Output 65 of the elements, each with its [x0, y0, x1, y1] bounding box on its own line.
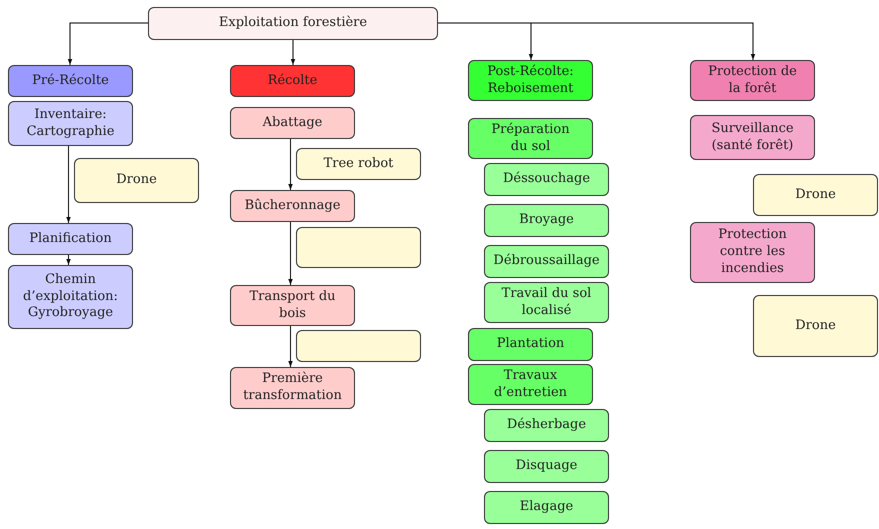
category-box	[468, 60, 593, 101]
arrow	[288, 138, 293, 190]
node-label: Travaux d’entretien	[492, 368, 568, 402]
node-label: Planification	[29, 230, 112, 248]
step-box	[230, 367, 355, 409]
node-label: Protection de la forêt	[707, 64, 798, 98]
step-box	[484, 245, 609, 278]
node-label: Surveillance (santé forêt)	[710, 120, 795, 154]
arrow	[288, 222, 293, 286]
step-box	[8, 265, 133, 329]
node-label: Bûcheronnage	[244, 198, 340, 214]
node-label: Exploitation forestière	[218, 15, 368, 32]
step-box	[8, 101, 133, 146]
node-label: Travail du sol localisé	[500, 286, 592, 320]
category-box	[690, 60, 815, 101]
node-label: Récolte	[268, 72, 318, 90]
node-label: Drone	[795, 318, 836, 334]
node-label: Transport du bois	[248, 288, 337, 322]
step-box	[230, 190, 355, 222]
arrow	[288, 326, 293, 368]
step-box	[690, 222, 815, 283]
node-label: Drone	[795, 186, 836, 204]
node-label: Post-Récolte: Reboisement	[486, 64, 575, 98]
node-label: Drone	[116, 172, 157, 189]
arrow	[290, 40, 296, 66]
tool-box	[74, 158, 199, 203]
node-label: Chemin d’exploitation: Gyrobroyage	[22, 272, 119, 322]
category-box	[8, 65, 133, 97]
step-box	[690, 115, 815, 160]
category-box	[230, 65, 355, 97]
tool-box	[296, 227, 421, 268]
step-box	[484, 491, 609, 524]
node-label: Broyage	[519, 212, 574, 229]
node-label: Pré-Récolte	[32, 72, 109, 90]
node-label: Désherbage	[506, 417, 586, 434]
arrow	[66, 254, 71, 266]
node-label: Protection contre les incendies	[717, 227, 788, 278]
node-label: Plantation	[496, 336, 564, 353]
step-box	[468, 118, 593, 159]
node-label: Inventaire: Cartographie	[26, 106, 116, 140]
root-box	[148, 7, 438, 40]
node-label: Première transformation	[243, 371, 342, 405]
tool-box	[296, 148, 421, 180]
step-box	[468, 364, 593, 405]
node-label: Débroussaillage	[493, 253, 600, 270]
step-box	[484, 282, 609, 323]
node-label: Tree robot	[324, 156, 394, 172]
step-box	[230, 285, 355, 326]
node-label: Déssouchage	[502, 171, 590, 188]
step-box	[484, 450, 609, 483]
node-label: Elagage	[520, 499, 574, 516]
step-box	[484, 409, 609, 442]
tool-box	[753, 295, 878, 357]
step-box	[468, 328, 593, 361]
node-label: Abattage	[262, 114, 322, 132]
tool-box	[753, 174, 878, 216]
arrow	[68, 22, 148, 66]
step-box	[8, 223, 133, 255]
node-label: Disquage	[516, 458, 578, 475]
step-box	[484, 163, 609, 196]
tool-box	[296, 330, 421, 362]
arrow	[66, 146, 71, 224]
step-box	[230, 107, 355, 139]
node-label: Préparation du sol	[490, 122, 571, 156]
step-box	[484, 204, 609, 237]
